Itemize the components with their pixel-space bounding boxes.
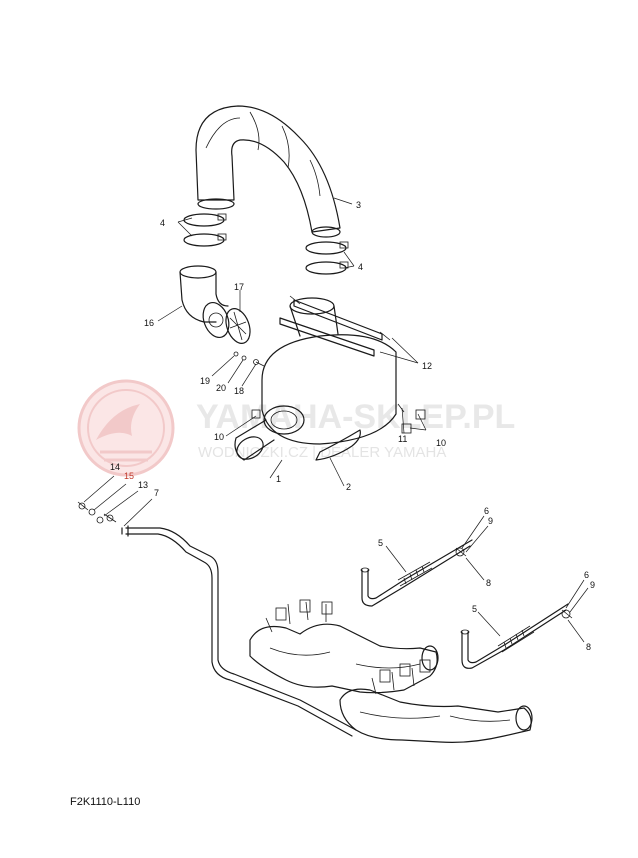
callout-4-right: 4 (358, 262, 363, 272)
callouts: 1 2 3 4 4 5 5 6 6 7 8 8 9 9 10 10 11 12 … (110, 200, 595, 652)
callout-7: 7 (154, 488, 159, 498)
callout-17: 17 (234, 282, 244, 292)
gasket-plate (225, 308, 251, 344)
watermark-title: YAMAHA-SKLEP.PL (196, 398, 515, 436)
callout-13: 13 (138, 480, 148, 490)
small-fasteners (233, 351, 265, 367)
callout-15: 15 (124, 471, 134, 481)
callout-20: 20 (216, 383, 226, 393)
exhaust-elbow (179, 265, 230, 339)
callout-1: 1 (276, 474, 281, 484)
callout-19: 19 (200, 376, 210, 386)
muffler-clips (251, 403, 426, 434)
callout-6-upper: 6 (484, 506, 489, 516)
callout-9-upper: 9 (488, 516, 493, 526)
tube-assembly-upper (360, 539, 473, 607)
callout-16: 16 (144, 318, 154, 328)
exhaust-manifold (249, 599, 533, 743)
callout-11: 11 (398, 434, 407, 444)
muffler (234, 297, 397, 461)
callout-2: 2 (346, 482, 351, 492)
callout-12: 12 (422, 361, 432, 371)
left-fasteners (77, 501, 117, 524)
water-pipe (121, 525, 357, 737)
callout-8-lower: 8 (586, 642, 591, 652)
callout-18: 18 (234, 386, 244, 396)
watermark-subtitle: WODNICZKI.CZ | DEALER YAMAHA (198, 444, 446, 461)
exhaust-hose (195, 105, 341, 238)
muffler-straps (279, 295, 391, 357)
callout-8-upper: 8 (486, 578, 491, 588)
callout-5-upper: 5 (378, 538, 383, 548)
callout-4-left: 4 (160, 218, 165, 228)
callout-5-lower: 5 (472, 604, 477, 614)
hose-clamp-right (305, 241, 349, 275)
callout-6-lower: 6 (584, 570, 589, 580)
watermark: YAMAHA-SKLEP.PL WODNICZKI.CZ | DEALER YA… (77, 379, 515, 477)
diagram-code: F2K1110-L110 (70, 796, 141, 808)
callout-14: 14 (110, 462, 120, 472)
callout-10-right: 10 (436, 438, 446, 448)
tube-assembly-lower (460, 603, 573, 669)
leader-lines (83, 197, 589, 643)
callout-3: 3 (356, 200, 361, 210)
watermark-logo (77, 379, 175, 477)
callout-9-lower: 9 (590, 580, 595, 590)
callout-10-left: 10 (214, 432, 224, 442)
